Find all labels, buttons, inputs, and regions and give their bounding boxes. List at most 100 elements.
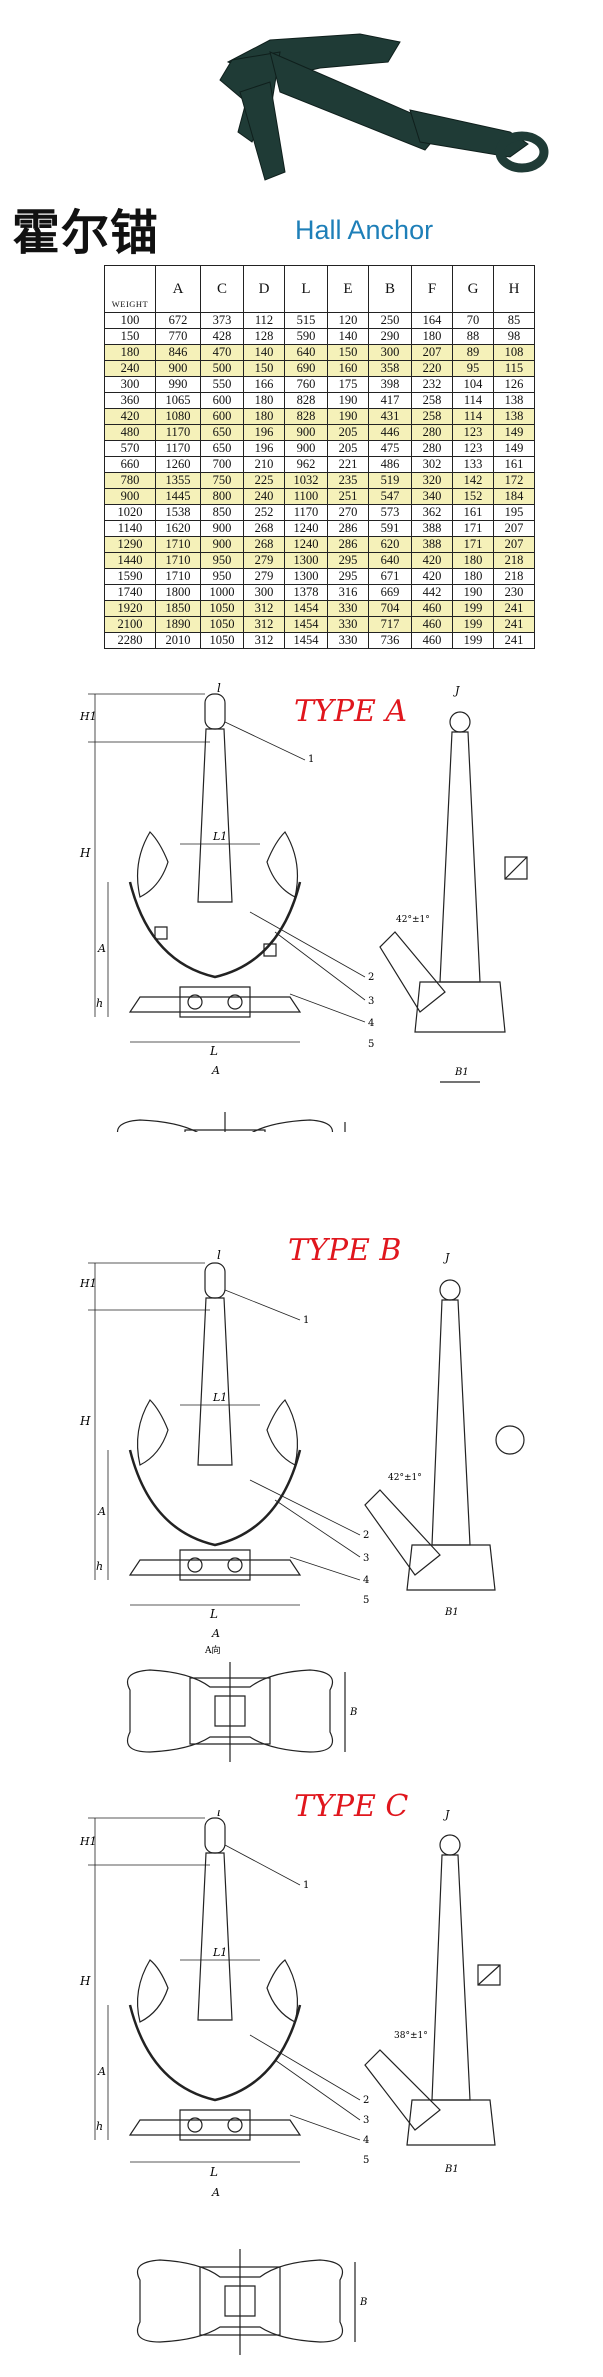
table-cell: 446 xyxy=(368,424,412,441)
column-header-a: A xyxy=(155,265,201,313)
table-cell: 88 xyxy=(452,328,494,345)
table-cell: 1000 xyxy=(200,584,244,601)
table-cell: 250 xyxy=(368,312,412,329)
table-cell: 736 xyxy=(368,632,412,649)
table-cell: 388 xyxy=(411,536,453,553)
table-cell: 460 xyxy=(411,632,453,649)
type-c-callout-3: 3 xyxy=(363,2115,369,2126)
table-cell: 900 xyxy=(200,520,244,537)
type-b-callout-5: 5 xyxy=(363,1595,369,1606)
table-cell: 70 xyxy=(452,312,494,329)
type-c-drawing: l H1 H A h L1 L A 1 2 3 4 5 J 38°±1° B1 xyxy=(79,1810,603,2199)
type-a-callout-5: 5 xyxy=(368,1039,374,1050)
type-a-callout-3: 3 xyxy=(368,996,374,1007)
type-b-arrow-a: A xyxy=(211,1627,220,1640)
table-cell: 270 xyxy=(327,504,369,521)
type-c-callout-2: 2 xyxy=(363,2095,369,2106)
type-b-label-a: A xyxy=(97,1505,106,1518)
type-a-arrow-a: A xyxy=(211,1064,220,1077)
type-a-label-h1: H1 xyxy=(79,710,97,723)
table-cell: 268 xyxy=(243,520,285,537)
table-cell: 85 xyxy=(493,312,535,329)
type-a-label-l1: L1 xyxy=(212,830,227,843)
type-c-label-j: J xyxy=(443,1810,450,1821)
table-cell: 171 xyxy=(452,520,494,537)
table-cell: 1290 xyxy=(104,536,156,553)
table-cell: 279 xyxy=(243,568,285,585)
table-cell: 1454 xyxy=(284,600,328,617)
table-cell: 161 xyxy=(452,504,494,521)
table-cell: 600 xyxy=(200,408,244,425)
table-cell: 258 xyxy=(411,408,453,425)
table-cell: 500 xyxy=(200,360,244,377)
type-b-front-view xyxy=(130,1263,300,1580)
table-cell: 417 xyxy=(368,392,412,409)
table-cell: 1050 xyxy=(200,600,244,617)
table-cell: 164 xyxy=(411,312,453,329)
table-cell: 172 xyxy=(493,472,535,489)
type-a-label-b1: B1 xyxy=(454,1067,469,1078)
table-cell: 388 xyxy=(411,520,453,537)
type-c-label-h: H xyxy=(79,1974,91,1988)
table-cell: 470 xyxy=(200,344,244,361)
table-cell: 900 xyxy=(200,536,244,553)
table-cell: 190 xyxy=(452,584,494,601)
type-b-label-l: l xyxy=(217,1248,221,1262)
table-cell: 850 xyxy=(200,504,244,521)
type-b-label-h1: H1 xyxy=(79,1277,97,1290)
table-cell: 1080 xyxy=(155,408,201,425)
table-cell: 442 xyxy=(411,584,453,601)
type-c-label-b1: B1 xyxy=(444,2164,459,2175)
table-cell: 138 xyxy=(493,392,535,409)
table-cell: 650 xyxy=(200,424,244,441)
table-cell: 550 xyxy=(200,376,244,393)
table-cell: 1440 xyxy=(104,552,156,569)
type-c-label-h1: H1 xyxy=(79,1835,97,1848)
type-a-label-a: A xyxy=(97,942,106,955)
table-cell: 547 xyxy=(368,488,412,505)
table-cell: 152 xyxy=(452,488,494,505)
type-c-label-l1: L1 xyxy=(212,1946,227,1959)
table-cell: 160 xyxy=(327,360,369,377)
type-a-callout-4: 4 xyxy=(368,1018,374,1029)
table-cell: 1445 xyxy=(155,488,201,505)
table-cell: 252 xyxy=(243,504,285,521)
table-cell: 89 xyxy=(452,344,494,361)
table-cell: 150 xyxy=(243,360,285,377)
table-cell: 1260 xyxy=(155,456,201,473)
table-cell: 300 xyxy=(243,584,285,601)
table-cell: 950 xyxy=(200,552,244,569)
table-cell: 1020 xyxy=(104,504,156,521)
table-cell: 669 xyxy=(368,584,412,601)
type-a-plan-view xyxy=(118,1112,346,1132)
table-cell: 207 xyxy=(493,520,535,537)
type-b-label-b: B xyxy=(349,1707,357,1718)
table-cell: 1050 xyxy=(200,632,244,649)
table-cell: 221 xyxy=(327,456,369,473)
table-cell: 962 xyxy=(284,456,328,473)
table-cell: 1710 xyxy=(155,568,201,585)
table-cell: 480 xyxy=(104,424,156,441)
anchor-photo xyxy=(219,33,549,181)
type-b-label-bigl: L xyxy=(209,1607,218,1621)
table-cell: 1050 xyxy=(200,616,244,633)
type-b-label-b1: B1 xyxy=(444,1607,459,1618)
table-cell: 123 xyxy=(452,424,494,441)
table-cell: 312 xyxy=(243,616,285,633)
table-cell: 1170 xyxy=(155,424,201,441)
table-cell: 150 xyxy=(327,344,369,361)
table-cell: 431 xyxy=(368,408,412,425)
table-cell: 218 xyxy=(493,568,535,585)
table-cell: 175 xyxy=(327,376,369,393)
table-cell: 220 xyxy=(411,360,453,377)
table-cell: 420 xyxy=(411,568,453,585)
table-cell: 600 xyxy=(200,392,244,409)
table-cell: 235 xyxy=(327,472,369,489)
type-a-angle-label: 42°±1° xyxy=(396,915,430,925)
type-b-side-view xyxy=(365,1280,524,1590)
table-cell: 251 xyxy=(327,488,369,505)
